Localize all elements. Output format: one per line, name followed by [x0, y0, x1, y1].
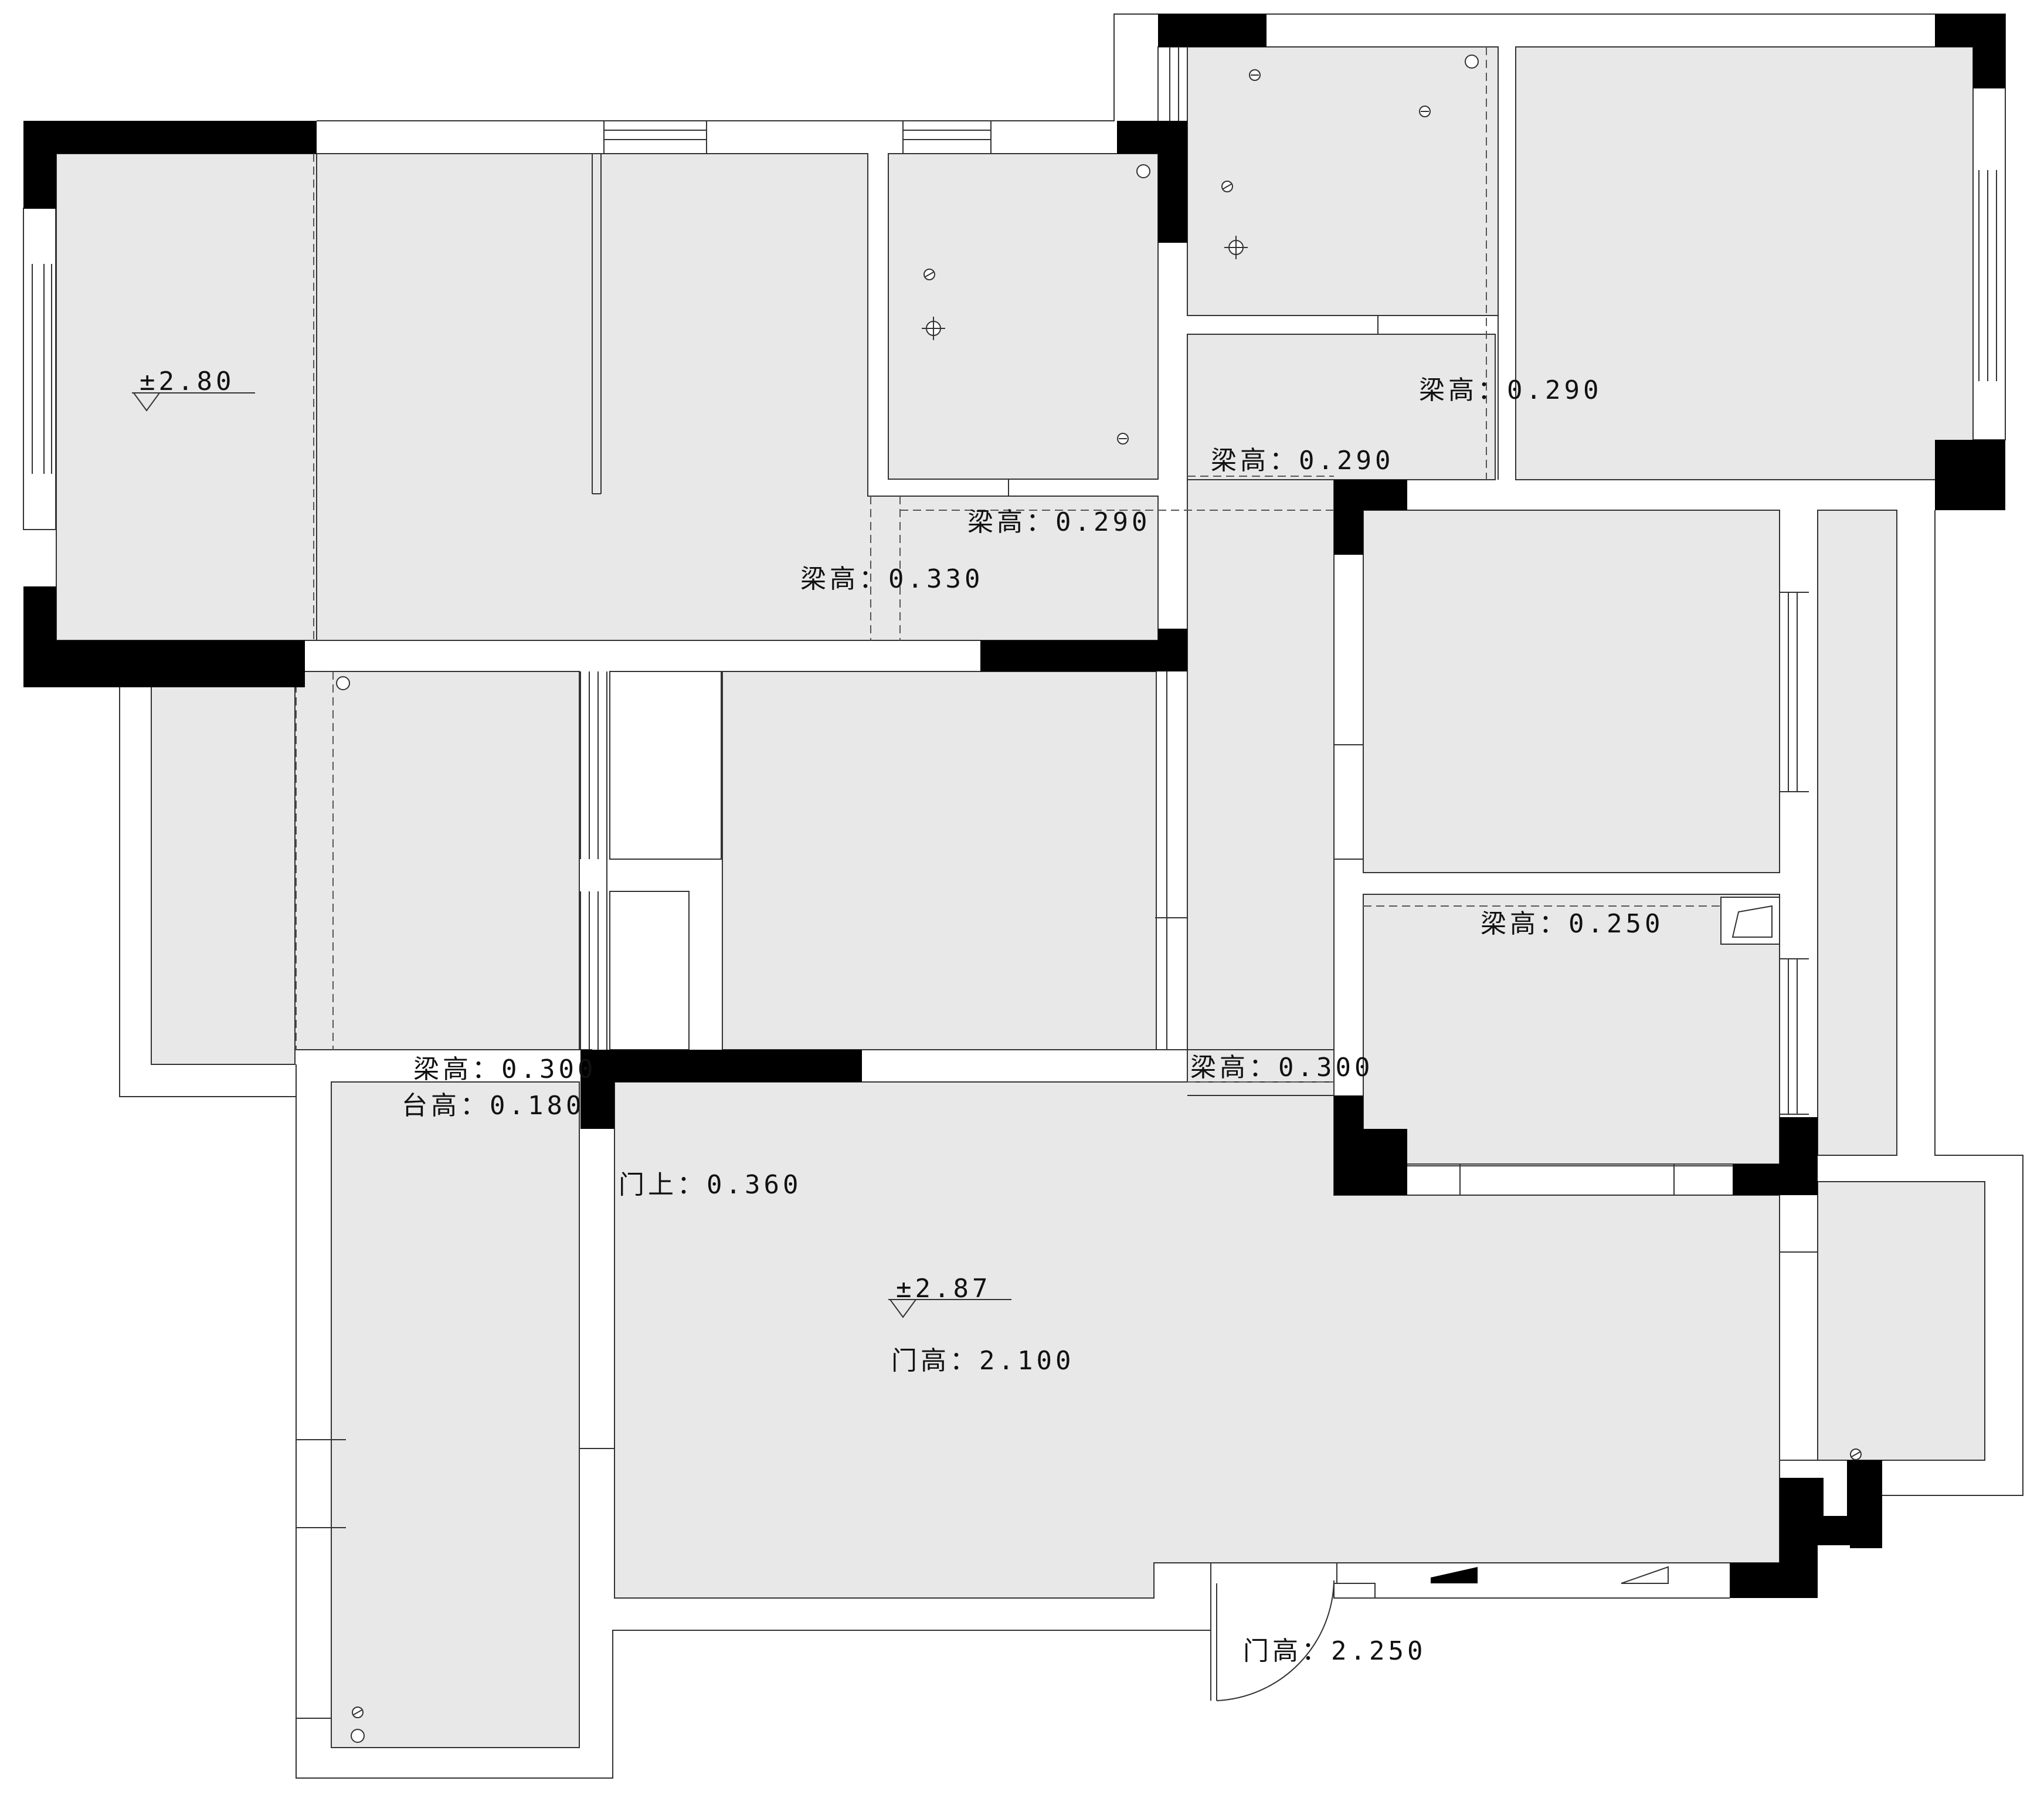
drain-icon — [1136, 164, 1150, 178]
room-storage-right — [1817, 1181, 1985, 1461]
room-kitchen-side — [294, 671, 580, 1050]
drain-icon — [1465, 55, 1479, 69]
room-balcony-left — [151, 671, 296, 1065]
floor-drain-icon — [352, 69, 1862, 1718]
rooms — [56, 46, 1985, 1748]
beam-height-label: 梁高：0.250 — [1481, 909, 1663, 939]
wall-col-top-mid — [1117, 121, 1158, 154]
drain-icon — [351, 1729, 365, 1743]
drain-icon — [336, 676, 350, 690]
wall-col-top-right-1 — [1158, 14, 1267, 47]
walls — [23, 14, 2005, 1598]
window-top-1 — [603, 120, 707, 154]
beam-height-label: 梁高：0.290 — [1419, 375, 1602, 405]
beam-height-label: 梁高：0.330 — [800, 564, 983, 594]
room-bedroom-top-right — [1515, 46, 1974, 480]
wall-col-living-tl — [580, 1050, 862, 1082]
room-bedroom-mid-right — [1363, 510, 1780, 873]
elevation-marker-living: ±2.87 — [888, 1274, 1011, 1318]
elevation-marker-bedroom: ±2.80 — [132, 367, 255, 412]
room-bathroom-top — [1187, 46, 1499, 316]
wall-col-right-mid — [1935, 440, 2005, 510]
window-left-bedroom — [23, 208, 56, 530]
beam-height-label: 梁高：0.300 — [413, 1054, 596, 1084]
room-corridor-upper — [1187, 334, 1496, 480]
outlet-icon — [922, 236, 1248, 340]
door-top-label: 门上：0.360 — [619, 1170, 802, 1200]
wall-col-tl — [23, 121, 317, 154]
window-right-bedroom — [1972, 87, 2006, 440]
room-bathroom-mid — [888, 153, 1159, 480]
counter-height-label: 台高：0.180 — [402, 1091, 585, 1121]
room-study — [1363, 894, 1780, 1165]
window-top-2 — [902, 120, 992, 154]
kitchen-passage — [609, 671, 722, 860]
inner-lines — [296, 47, 1818, 1778]
beam-lines — [296, 47, 1721, 1083]
room-kitchen — [722, 671, 1157, 1050]
elevation-text: ±2.80 — [140, 367, 235, 396]
door-height-label: 门高：2.100 — [891, 1346, 1074, 1376]
beam-height-label: 梁高：0.300 — [1190, 1053, 1373, 1083]
kitchen-passage-lower — [609, 891, 690, 1050]
wall-col-kitchen — [980, 640, 1187, 671]
beam-height-label: 梁高：0.290 — [967, 507, 1150, 537]
water-heater-icon — [1720, 897, 1780, 945]
room-left-long — [331, 1081, 580, 1748]
entrance-door — [1210, 1563, 1669, 1701]
windows — [23, 46, 2006, 1114]
fixtures — [336, 55, 1862, 1743]
door-height-label: 门高：2.250 — [1243, 1636, 1426, 1666]
room-hallway — [1187, 479, 1335, 1096]
elevation-text: ±2.87 — [896, 1274, 991, 1304]
wall-col-bl — [23, 640, 305, 687]
room-balcony-right — [1817, 510, 1897, 1156]
beam-height-label: 梁高：0.290 — [1211, 446, 1394, 476]
annotations: 梁高：0.290 梁高：0.290 梁高：0.290 梁高：0.330 梁高：0… — [402, 375, 1663, 1666]
